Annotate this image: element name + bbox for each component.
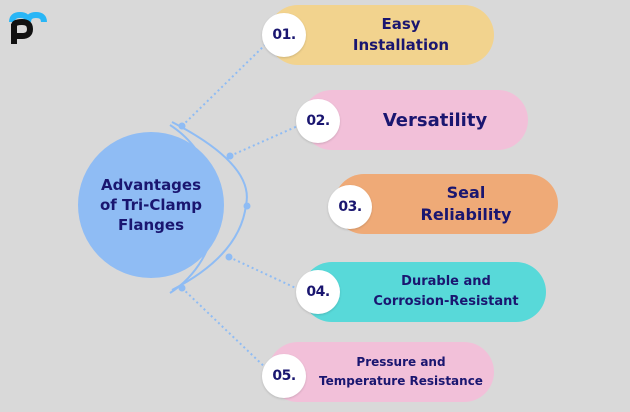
item-seal-reliability: Seal Reliability xyxy=(334,174,558,234)
hub-title: Advantages of Tri-Clamp Flanges xyxy=(99,176,203,234)
item-number-badge: 05. xyxy=(262,354,306,398)
item-label: Pressure and Temperature Resistance xyxy=(319,355,483,388)
item-number-badge: 04. xyxy=(296,270,340,314)
dotted-lines xyxy=(181,39,301,373)
item-number-badge: 02. xyxy=(296,99,340,143)
item-durable-corrosion-resistant: Durable and Corrosion-Resistant xyxy=(302,262,546,322)
item-label: Easy Installation xyxy=(352,15,450,54)
item-label: Durable and Corrosion-Resistant xyxy=(373,274,519,309)
item-number-badge: 01. xyxy=(262,13,306,57)
pm-logo-icon xyxy=(9,12,47,44)
hub-circle: Advantages of Tri-Clamp Flanges xyxy=(78,132,224,278)
item-number-badge: 03. xyxy=(328,185,372,229)
item-label: Seal Reliability xyxy=(420,183,512,224)
connector-dots xyxy=(178,122,251,292)
item-label: Versatility xyxy=(382,109,488,131)
